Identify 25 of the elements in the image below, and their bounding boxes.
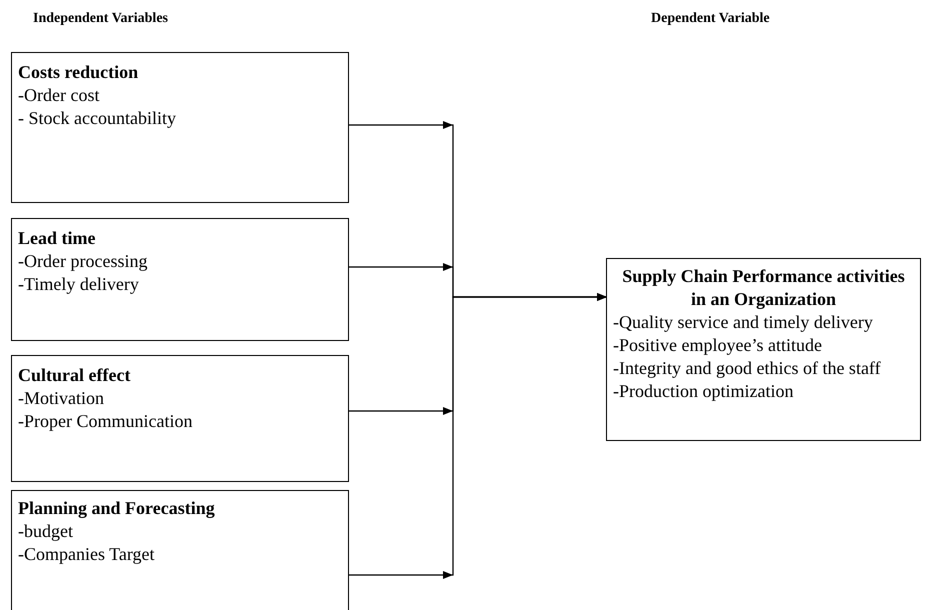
list-item: -Quality service and timely delivery [613,311,874,334]
variable-box [11,218,349,341]
list-item: -Timely delivery [18,273,140,296]
box-heading: Cultural effect [18,364,132,387]
column-heading: Independent Variables [33,11,168,27]
column-heading: Dependent Variable [651,11,770,27]
variable-box [11,355,349,482]
list-item: -Positive employee’s attitude [613,334,823,357]
list-item: -Proper Communication [18,410,194,433]
box-heading: Lead time [18,227,96,250]
box-heading: Planning and Forecasting [18,497,216,520]
list-item: - Stock accountability [18,107,177,130]
list-item: -budget [18,520,74,543]
variable-box [606,258,921,441]
list-item: -Order cost [18,84,100,107]
variable-box [11,52,349,203]
list-item: -Production optimization [613,380,794,403]
list-item: -Companies Target [18,543,156,566]
arrow [349,293,607,579]
box-heading: Supply Chain Performance activities in an Organization [621,265,906,311]
list-item: -Integrity and good ethics of the staff [613,357,882,380]
box-heading: Costs reduction [18,61,140,84]
list-item: -Motivation [18,387,105,410]
variable-box [11,490,349,610]
list-item: -Order processing [18,250,148,273]
